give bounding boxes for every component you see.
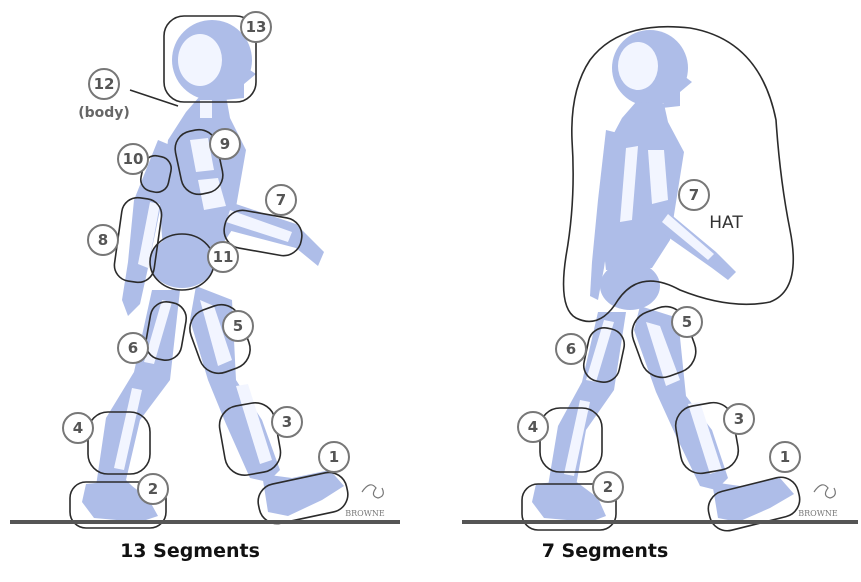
svg-text:11: 11 (213, 248, 234, 266)
right-badge-5: 5 (672, 307, 702, 337)
svg-text:1: 1 (329, 448, 339, 466)
svg-text:2: 2 (148, 480, 158, 498)
left-badge-9: 9 (210, 129, 240, 159)
svg-text:13: 13 (246, 18, 267, 36)
svg-text:1: 1 (780, 448, 790, 466)
right-badge-4: 4 (518, 412, 548, 442)
body-sublabel: (body) (78, 105, 130, 121)
right-figure (522, 27, 803, 535)
svg-text:7: 7 (689, 186, 699, 204)
right-badge-3: 3 (724, 404, 754, 434)
svg-text:6: 6 (566, 340, 576, 358)
svg-text:9: 9 (220, 135, 230, 153)
right-signature: BROWNE (798, 485, 838, 518)
left-badge-11: 11 (208, 242, 238, 272)
svg-text:6: 6 (128, 339, 138, 357)
left-badge-4: 4 (63, 413, 93, 443)
svg-text:12: 12 (94, 75, 115, 93)
svg-text:BROWNE: BROWNE (798, 509, 838, 518)
svg-text:7: 7 (276, 191, 286, 209)
left-badge-10: 10 (118, 144, 148, 174)
hat-label: HAT (709, 213, 743, 233)
right-badge-2: 2 (593, 472, 623, 502)
left-badge-3: 3 (272, 407, 302, 437)
svg-text:4: 4 (73, 419, 83, 437)
svg-text:3: 3 (734, 410, 744, 428)
right-badge-6: 6 (556, 334, 586, 364)
left-badge-1: 1 (319, 442, 349, 472)
right-caption: 7 Segments (455, 540, 755, 562)
svg-text:8: 8 (98, 231, 108, 249)
right-badge-1: 1 (770, 442, 800, 472)
svg-text:5: 5 (682, 313, 692, 331)
svg-text:BROWNE: BROWNE (345, 509, 385, 518)
left-badge-6: 6 (118, 333, 148, 363)
svg-text:4: 4 (528, 418, 538, 436)
left-badge-12: 12 (body) (78, 69, 130, 121)
svg-text:3: 3 (282, 413, 292, 431)
left-signature: BROWNE (345, 485, 385, 518)
svg-text:2: 2 (603, 478, 613, 496)
left-badge-13: 13 (241, 12, 271, 42)
left-caption: 13 Segments (40, 540, 340, 562)
left-badge-2: 2 (138, 474, 168, 504)
left-badge-8: 8 (88, 225, 118, 255)
svg-text:10: 10 (123, 150, 144, 168)
svg-text:5: 5 (233, 317, 243, 335)
left-badge-7: 7 (266, 185, 296, 215)
left-badge-5: 5 (223, 311, 253, 341)
